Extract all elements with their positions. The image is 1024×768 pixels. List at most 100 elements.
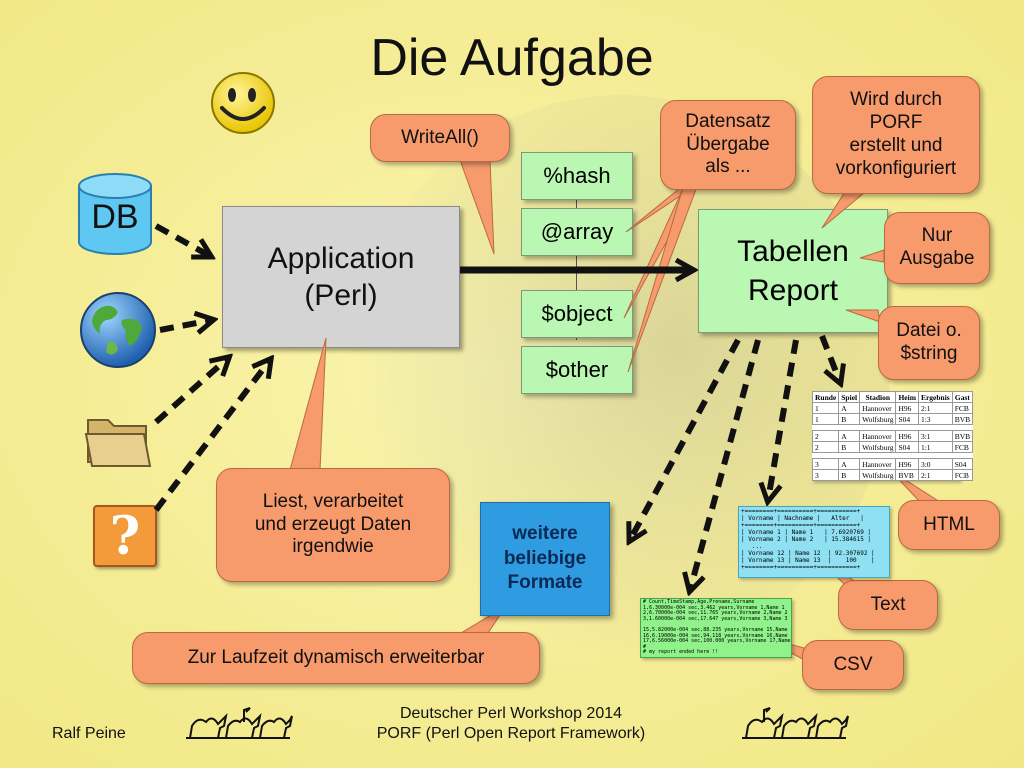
html-table-header-cell: Spiel <box>838 391 861 403</box>
other-type-box: $other <box>521 346 633 394</box>
text-sample-line: | Vorname 12 | Name 12 | 92.307692 | <box>741 550 875 557</box>
nur-ausgabe-tail <box>859 249 885 263</box>
text-sample-line: | Vorname 13 | Name 13 | 100 | <box>741 557 875 564</box>
report-label-line1: Tabellen <box>737 235 849 268</box>
csv-sample-line: 16,6.19000e-004 sec,94.118 years,Vorname… <box>643 632 792 639</box>
html-output-arrow <box>819 334 840 382</box>
csv-sample-line: # my report ended here !! <box>643 649 719 656</box>
html-table-cell: B <box>838 413 861 425</box>
unknown-source-icon: ? <box>93 505 157 567</box>
html-table-cell: A <box>838 458 861 470</box>
footer-author: Ralf Peine <box>52 725 126 742</box>
application-label-line2: (Perl) <box>304 279 378 312</box>
weitere-output-arrow <box>630 338 741 540</box>
weitere-line1: weitere <box>512 522 578 544</box>
html-table-cell: 3 <box>811 469 840 481</box>
weitere-formate-box: weitere beliebige Formate <box>480 502 610 616</box>
text-sample-line: ... <box>741 543 763 550</box>
unknown-input-arrow <box>153 360 270 512</box>
writeall-bubble: WriteAll() <box>370 114 510 162</box>
html-table-cell: B <box>838 441 861 453</box>
liest-tail <box>289 337 327 471</box>
csv-sample-line: 15,5.82000e-004 sec,88.235 years,Vorname… <box>643 626 792 633</box>
nur-ausgabe-bubble: Nur Ausgabe <box>884 212 990 284</box>
html-table-header-cell: Heim <box>895 391 919 403</box>
csv-sample-line: # <box>643 643 647 650</box>
html-table-header-cell: Runde <box>811 391 840 403</box>
globe-input-arrow <box>159 320 212 330</box>
html-table-cell: 3 <box>811 458 840 470</box>
html-table-cell: Hannover <box>859 430 897 442</box>
folder-icon <box>84 419 152 467</box>
html-table-cell: BVB <box>895 469 919 481</box>
datei-line2: $string <box>900 343 958 364</box>
liest-line3: irgendwie <box>292 536 374 558</box>
html-table-cell: H96 <box>895 430 919 442</box>
text-sample-line: +========+==========+===========+ <box>741 522 861 529</box>
porf-tail <box>821 187 872 229</box>
html-table-cell: 1:1 <box>917 441 953 453</box>
object-type-box: $object <box>521 290 633 338</box>
text-sample-line: | Vorname | Nachname | Alter | <box>741 515 864 522</box>
database-icon <box>78 173 152 255</box>
html-table-cell: H96 <box>895 458 919 470</box>
text-output-arrow <box>768 339 799 500</box>
html-table-cell: 1:3 <box>917 413 953 425</box>
html-table-cell: Wolfsburg <box>859 441 897 453</box>
datensatz-line3: als ... <box>705 156 751 178</box>
csv-bubble: CSV <box>802 640 904 690</box>
html-table-cell: S04 <box>951 458 974 470</box>
porf-line2: PORF <box>869 112 923 134</box>
text-output-sample: +========+==========+===========+| Vorna… <box>738 506 890 578</box>
html-table-cell: B <box>838 469 861 481</box>
html-table-cell: A <box>838 430 861 442</box>
writeall-tail <box>459 159 495 255</box>
db-input-arrow <box>154 223 210 256</box>
html-table-cell: FCB <box>951 402 974 414</box>
slide-title: Die Aufgabe <box>370 29 654 87</box>
nur-ausgabe-line2: Ausgabe <box>899 248 975 269</box>
tabellen-report-box: Tabellen Report <box>698 209 888 333</box>
porf-line3: erstellt und <box>849 135 943 156</box>
html-table-cell: 2:1 <box>917 402 953 414</box>
datei-bubble: Datei o. $string <box>878 306 980 380</box>
weitere-line3: Formate <box>507 572 583 594</box>
html-table-cell: Hannover <box>859 402 897 414</box>
array-type-box: @array <box>521 208 633 256</box>
report-label-line2: Report <box>747 274 839 307</box>
liest-line2: und erzeugt Daten <box>254 513 412 535</box>
html-table-cell: H96 <box>895 402 919 414</box>
footer-event-line1: Deutscher Perl Workshop 2014 <box>399 705 623 722</box>
html-table-header-cell: Gast <box>951 391 974 403</box>
application-label-line1: Application <box>267 241 415 275</box>
camel-logo-left <box>186 707 293 739</box>
camel-logo-right <box>742 707 849 739</box>
hash-type-box: %hash <box>521 152 633 200</box>
text-sample-line: | Vorname 1 | Name 1 | 7.6920769 | <box>741 529 872 536</box>
laufzeit-bubble: Zur Laufzeit dynamisch erweiterbar <box>132 632 540 684</box>
html-table-cell: BVB <box>951 430 974 442</box>
html-table-cell: Hannover <box>859 458 897 470</box>
datensatz-line2: Übergabe <box>686 133 770 155</box>
html-bubble: HTML <box>898 500 1000 550</box>
liest-bubble: Liest, verarbeitet und erzeugt Daten irg… <box>216 468 450 582</box>
datei-tail <box>845 309 881 323</box>
csv-sample-line: # Count,TimeStamp,Age,Prename,Surname <box>643 599 755 605</box>
porf-bubble: Wird durch PORF erstellt und vorkonfigur… <box>812 76 980 194</box>
folder-input-arrow <box>154 358 228 425</box>
html-table-cell: FCB <box>951 441 974 453</box>
liest-line1: Liest, verarbeitet <box>262 490 404 512</box>
html-table-header-cell: Stadion <box>859 391 897 403</box>
globe-icon <box>80 292 156 368</box>
application-box: Application (Perl) <box>222 206 460 348</box>
html-table-cell: FCB <box>951 469 974 481</box>
